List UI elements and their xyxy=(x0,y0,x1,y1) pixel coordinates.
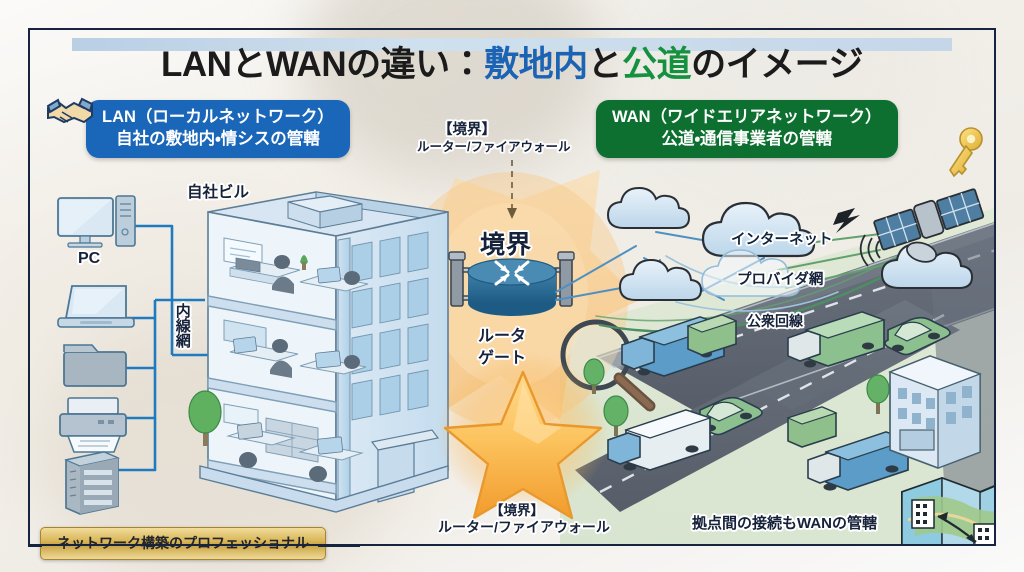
car-icon xyxy=(884,316,951,356)
boundary-center-label: 境界 xyxy=(480,231,533,259)
office-building-cutaway xyxy=(199,191,449,513)
title-part-5: のイメージ xyxy=(691,45,863,84)
star-icon xyxy=(443,370,603,520)
satellite-icon xyxy=(833,188,985,267)
tree-icon xyxy=(583,358,605,394)
internal-line-label: 内線網 xyxy=(173,303,191,348)
tree-icon xyxy=(603,395,629,436)
wan-label-line2: 公道・通信事業者の管轄 xyxy=(661,129,833,148)
cargo-icon xyxy=(686,314,738,356)
truck-icon xyxy=(787,311,886,368)
router-icon xyxy=(467,258,557,316)
title-part-3: と xyxy=(587,45,623,84)
lan-label-box: LAN（ローカルネットワーク） 自社の敷地内・情シスの管轄 xyxy=(86,100,350,158)
router-label-line2: ゲート xyxy=(478,350,527,367)
wan-label-box: WAN（ワイドエリアネットワーク） 公道・通信事業者の管轄 xyxy=(596,100,898,158)
boundary-bottom-label-1: 【境界】 xyxy=(490,503,544,518)
truck-icon xyxy=(607,409,712,471)
cloud-icon xyxy=(606,186,691,229)
key-icon xyxy=(949,127,983,178)
magnifier-icon xyxy=(560,319,656,412)
printer-icon xyxy=(59,397,127,453)
floor-desks xyxy=(223,237,369,294)
folded-map-icon xyxy=(901,476,994,544)
public-line-label: 公衆回線 xyxy=(747,313,803,329)
badge-rule-right xyxy=(318,545,360,547)
title-part-4: 公道 xyxy=(622,45,692,84)
provider-network-label: プロバイダ網 xyxy=(737,272,824,288)
page-title: LANとWANの違い：敷地内と公道のイメージ xyxy=(0,36,1024,87)
arrow-down-icon xyxy=(507,160,517,219)
own-building-label: 自社ビル xyxy=(187,184,250,201)
lightning-icon xyxy=(833,208,860,233)
laptop-icon xyxy=(57,285,135,328)
title-part-2: 敷地内 xyxy=(484,45,588,84)
wan-label-line1: WAN（ワイドエリアネットワーク） xyxy=(612,108,882,126)
title-part-1: LANとWANの違い： xyxy=(161,45,485,84)
cloud-internet-icon xyxy=(701,201,816,258)
pc-label: PC xyxy=(78,250,101,267)
badge-rule-left xyxy=(28,545,42,547)
cloud-icon xyxy=(618,258,703,301)
internet-cloud-label: インターネット xyxy=(731,232,833,248)
professional-badge: ネットワーク構築のプロフェッショナル xyxy=(40,527,326,560)
cargo-icon xyxy=(786,406,838,448)
lan-label-line2: 自社の敷地内・情シスの管轄 xyxy=(116,129,320,148)
plant-icon xyxy=(300,255,308,270)
boundary-top-label-2: ルーター/ファイアウォール xyxy=(417,140,571,154)
desktop-pc-icon xyxy=(57,195,136,248)
wan-bottom-label: 拠点間の接続もWANの管轄 xyxy=(692,515,877,532)
router-label-line1: ルータ xyxy=(478,328,527,345)
truck-icon xyxy=(807,431,910,491)
handshake-icon xyxy=(46,97,94,124)
cloud-provider-icon xyxy=(701,249,801,297)
office-building-icon xyxy=(888,355,982,469)
tree-icon xyxy=(866,374,890,414)
boundary-bottom-label-2: ルーター/ファイアウォール xyxy=(438,519,610,535)
lan-label-line1: LAN（ローカルネットワーク） xyxy=(102,108,334,126)
nas-storage-icon xyxy=(63,344,127,387)
server-rack-icon xyxy=(64,451,120,515)
